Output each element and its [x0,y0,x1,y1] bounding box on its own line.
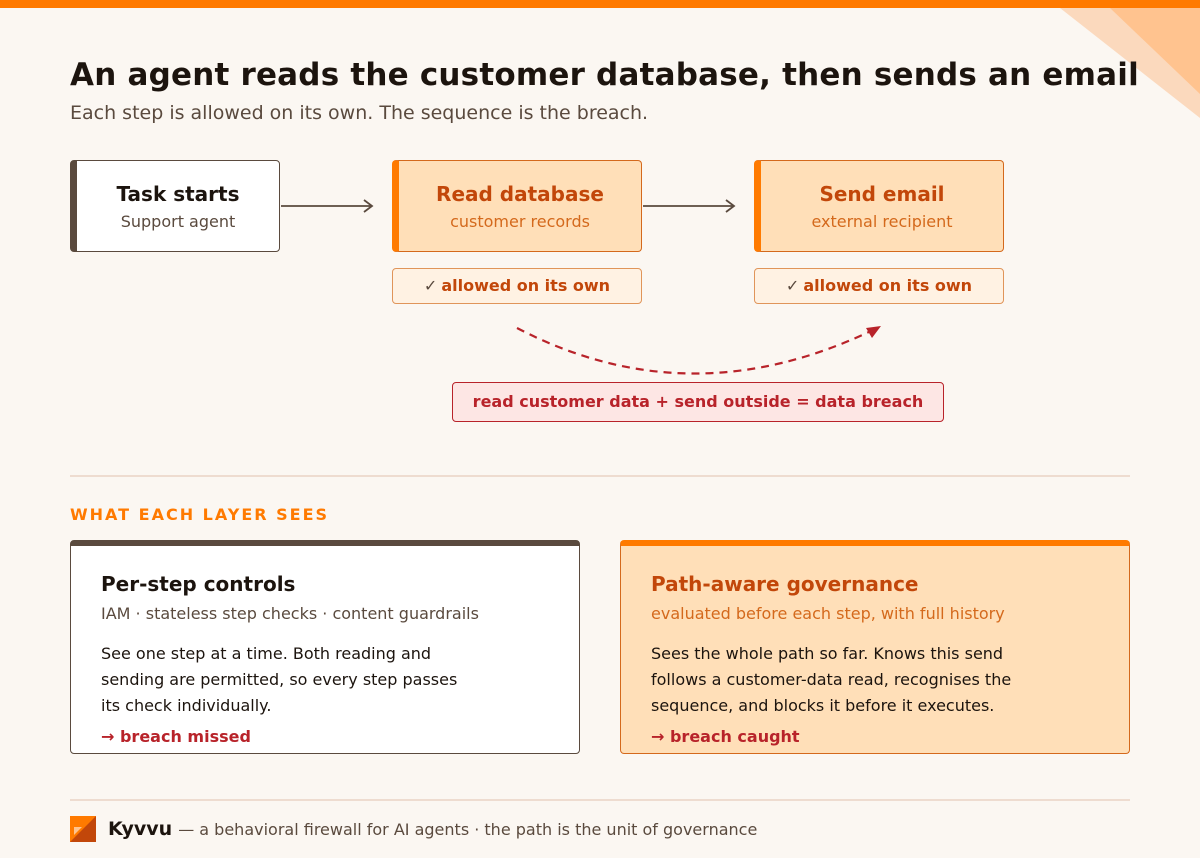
node-title: Send email [819,182,945,206]
card-body: See one step at a time. Both reading and… [101,644,458,715]
page-subtitle: Each step is allowed on its own. The seq… [70,102,649,124]
breach-arc-arrowhead [866,326,881,338]
top-accent-bar [0,0,1200,8]
card-result: → breach caught [651,727,800,746]
allowed-label: allowed on its own [441,276,611,295]
section-divider [70,475,1130,477]
breach-label: read customer data + send outside = data… [452,382,944,422]
node-send-email: Send email external recipient [754,160,1004,252]
footer: Kyvvu — a behavioral firewall for AI age… [70,816,757,842]
check-icon: ✓ [785,276,800,295]
node-title: Task starts [116,182,240,206]
allowed-badge-send: ✓allowed on its own [754,268,1004,304]
section-label: WHAT EACH LAYER SEES [70,505,330,524]
check-icon: ✓ [423,276,438,295]
node-task-starts: Task starts Support agent [70,160,280,252]
node-title: Read database [436,182,604,206]
node-subtitle: customer records [450,212,590,231]
node-subtitle: external recipient [811,212,953,231]
brand-tagline: — a behavioral firewall for AI agents · … [178,819,758,839]
brand-name: Kyvvu [108,818,173,840]
breach-sequence-arc [516,327,874,375]
node-read-database: Read database customer records [392,160,642,252]
node-subtitle: Support agent [120,212,236,231]
card-per-step-controls: Per-step controls IAM · stateless step c… [70,540,580,754]
card-subtitle: evaluated before each step, with full hi… [651,604,1005,623]
allowed-label: allowed on its own [803,276,973,295]
footer-divider [70,799,1130,801]
arrow-task-to-read [281,199,374,213]
corner-decoration [1060,8,1200,118]
card-title: Per-step controls [101,572,296,596]
kyvvu-logo-icon [70,816,96,842]
allowed-badge-read: ✓allowed on its own [392,268,642,304]
card-body: Sees the whole path so far. Knows this s… [651,644,1012,715]
arrow-read-to-send [643,199,736,213]
flow-connectors [281,199,881,375]
card-result: → breach missed [101,727,251,746]
page-title: An agent reads the customer database, th… [70,57,1139,93]
card-title: Path-aware governance [651,572,919,596]
card-subtitle: IAM · stateless step checks · content gu… [101,604,479,623]
card-path-aware-governance: Path-aware governance evaluated before e… [620,540,1130,754]
